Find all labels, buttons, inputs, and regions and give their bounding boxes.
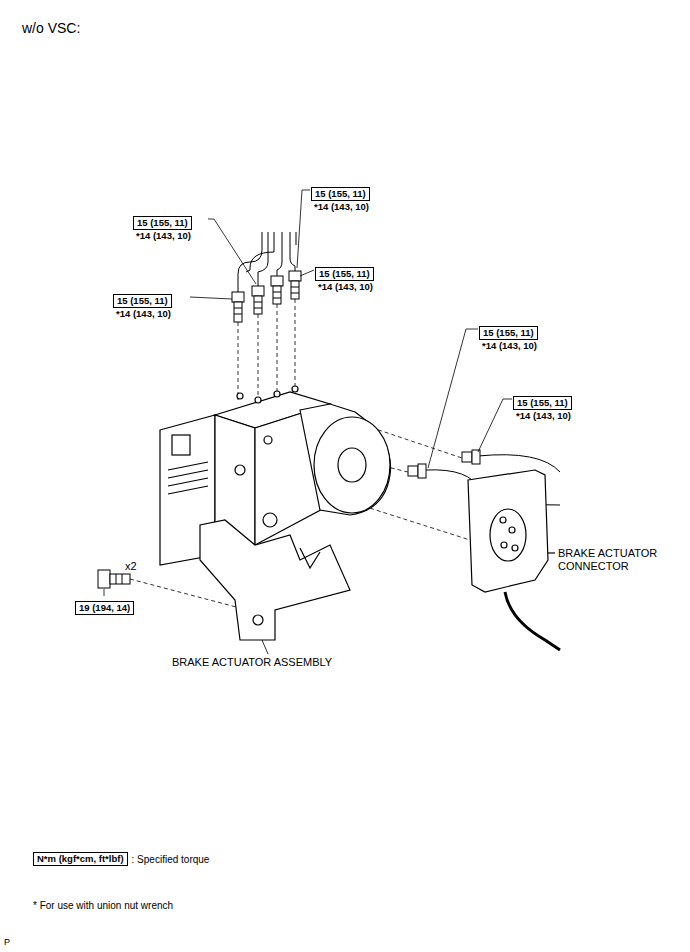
torque-callout: 15 (155, 11)*14 (143, 10) <box>513 392 572 422</box>
torque-callout: 15 (155, 11)*14 (143, 10) <box>113 290 172 320</box>
torque-callout: 15 (155, 11)*14 (143, 10) <box>479 322 538 352</box>
torque-callout: 15 (155, 11)*14 (143, 10) <box>133 212 192 242</box>
actuator-bracket <box>200 520 350 640</box>
brake-actuator-connector <box>468 470 560 650</box>
torque-value: 15 (155, 11) <box>133 216 192 230</box>
torque-value: 15 (155, 11) <box>479 326 538 340</box>
torque-value: 15 (155, 11) <box>315 267 374 281</box>
part-name: x2 <box>125 560 137 573</box>
note: * For use with union nut wrench <box>33 899 173 912</box>
bolt <box>98 570 130 588</box>
torque-callout: 15 (155, 11)*14 (143, 10) <box>315 263 374 293</box>
union-nut-torque: *14 (143, 10) <box>479 340 538 352</box>
brake-pipes <box>238 232 296 292</box>
leader-lines <box>104 190 512 654</box>
part-name: BRAKE ACTUATOR CONNECTOR <box>558 547 686 573</box>
note: P <box>4 936 10 949</box>
torque-value: 15 (155, 11) <box>113 294 172 308</box>
part-name: BRAKE ACTUATOR ASSEMBLY <box>172 656 332 669</box>
torque-legend: N*m (kgf*cm, ft*lbf): Specified torque <box>33 852 209 866</box>
union-nut-torque: *14 (143, 10) <box>311 201 370 213</box>
torque-value: 15 (155, 11) <box>513 396 572 410</box>
actuator-body <box>160 386 391 565</box>
torque-value: 15 (155, 11) <box>311 187 370 201</box>
pipe-fittings <box>232 271 301 322</box>
torque-value: N*m (kgf*cm, ft*lbf) <box>33 852 128 866</box>
union-nut-torque: *14 (143, 10) <box>133 230 192 242</box>
union-nut-torque: *14 (143, 10) <box>315 281 374 293</box>
torque-value: 19 (194, 14) <box>75 601 134 615</box>
union-nut-torque: *14 (143, 10) <box>113 308 172 320</box>
torque-callout: 19 (194, 14) <box>75 597 134 615</box>
legend-row: N*m (kgf*cm, ft*lbf): Specified torque <box>33 852 209 866</box>
torque-callout: 15 (155, 11)*14 (143, 10) <box>311 183 370 213</box>
variant-heading: w/o VSC: <box>22 22 80 35</box>
union-nut-torque: *14 (143, 10) <box>513 410 572 422</box>
legend-text: : Specified torque <box>128 854 210 865</box>
